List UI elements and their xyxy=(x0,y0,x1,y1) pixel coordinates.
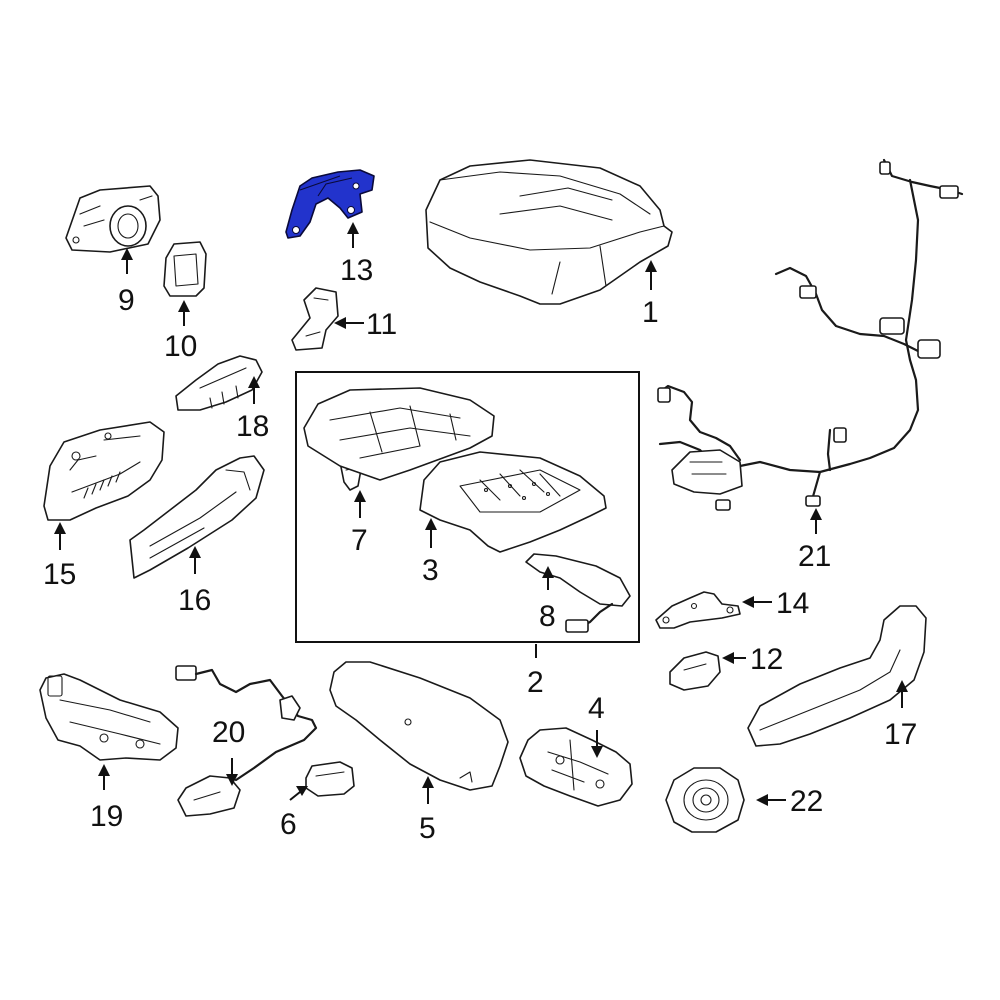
part-5-pad[interactable] xyxy=(329,661,509,791)
callout-15: 15 xyxy=(43,558,76,591)
part-4-mechanism[interactable] xyxy=(519,727,633,807)
part-15-side-shield[interactable] xyxy=(43,421,165,521)
callout-6: 6 xyxy=(280,808,297,841)
part-2-seat-pan[interactable] xyxy=(303,387,495,481)
part-12-clip[interactable] xyxy=(669,651,721,691)
callout-2: 2 xyxy=(527,666,544,699)
callout-9: 9 xyxy=(118,284,135,317)
callout-12: 12 xyxy=(750,643,783,676)
callout-19: 19 xyxy=(90,800,123,833)
part-17-side-cover[interactable] xyxy=(747,605,927,747)
callout-20: 20 xyxy=(212,716,245,749)
callout-3: 3 xyxy=(422,554,439,587)
part-3-seat-frame[interactable] xyxy=(419,451,607,553)
callout-21: 21 xyxy=(798,540,831,573)
part-6-handle[interactable] xyxy=(305,761,355,797)
callout-10: 10 xyxy=(164,330,197,363)
part-16-trim-panel[interactable] xyxy=(129,455,265,579)
part-14-bracket[interactable] xyxy=(655,591,741,629)
callout-5: 5 xyxy=(419,812,436,845)
callout-8: 8 xyxy=(539,600,556,633)
part-10-knob-cover[interactable] xyxy=(163,241,207,297)
part-13-bracket[interactable] xyxy=(285,169,375,239)
part-11-clip[interactable] xyxy=(291,287,339,351)
part-1-seat-cushion[interactable] xyxy=(425,159,673,305)
part-22-motor[interactable] xyxy=(665,767,745,833)
callout-7: 7 xyxy=(351,524,368,557)
callout-13: 13 xyxy=(340,254,373,287)
callout-18: 18 xyxy=(236,410,269,443)
callout-1: 1 xyxy=(642,296,659,329)
callout-17: 17 xyxy=(884,718,917,751)
part-9-switch[interactable] xyxy=(65,185,161,253)
part-18-bracket[interactable] xyxy=(175,355,263,411)
callout-22: 22 xyxy=(790,785,823,818)
callout-14: 14 xyxy=(776,587,809,620)
part-2-group-box xyxy=(295,371,640,643)
callout-4: 4 xyxy=(588,692,605,725)
part-21-wire-harness[interactable] xyxy=(657,158,964,511)
part-20-cable[interactable] xyxy=(175,665,318,817)
part-19-recliner[interactable] xyxy=(39,673,179,761)
part-8-harness[interactable] xyxy=(525,553,631,633)
callout-11: 11 xyxy=(366,308,397,341)
callout-16: 16 xyxy=(178,584,211,617)
